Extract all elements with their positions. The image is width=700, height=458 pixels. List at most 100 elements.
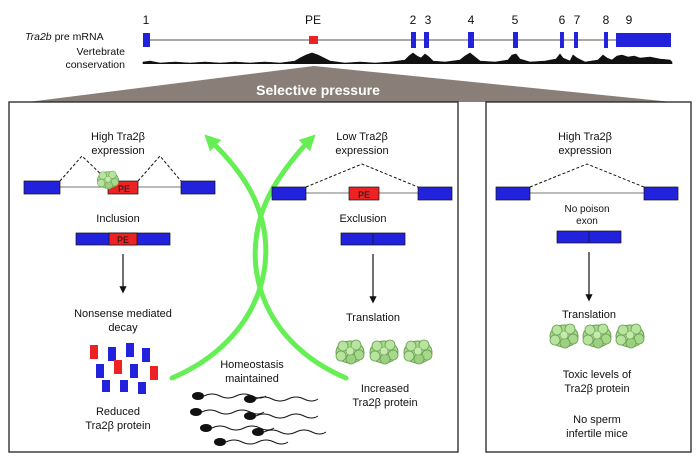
exon-4 (468, 32, 474, 48)
low-expression-pathway: Low Tra2β expression PE Exclusion Transl… (271, 131, 453, 409)
fragment (138, 382, 146, 394)
homeostasis-label-line2: maintained (225, 373, 279, 385)
banner-wedge (28, 66, 672, 102)
fragment (90, 345, 98, 359)
exon-upstream (23, 180, 61, 195)
right-high-expression-line2: expression (558, 145, 611, 157)
high-expression-label-line2: expression (91, 145, 144, 157)
homeostasis-label-line1: Homeostasis (220, 359, 284, 371)
feedback-arrow-to-low (252, 134, 349, 381)
increased-protein-line1: Increased (361, 383, 409, 395)
nmd-label-line2: decay (108, 322, 138, 334)
exon-number-pe: PE (305, 13, 321, 27)
reduced-protein-line2: Tra2β protein (85, 420, 150, 432)
pe-label-mrna: PE (117, 235, 129, 245)
poison-exon (309, 36, 318, 44)
exon-7 (574, 32, 578, 48)
feedback-arrow-to-high (169, 134, 269, 381)
exon-downstream (643, 186, 679, 201)
tra2b-protein-icon (615, 323, 645, 349)
low-expression-label-line2: expression (335, 145, 388, 157)
exon-upstream (495, 186, 531, 201)
exon-number-1: 1 (143, 13, 150, 27)
tra2b-protein-icon (369, 339, 399, 365)
exon-5 (513, 32, 518, 48)
tra2b-bound-protein-icon (97, 170, 119, 190)
exon-6 (560, 32, 564, 48)
banner-text: Selective pressure (256, 82, 380, 98)
exon-2 (411, 32, 416, 48)
nmd-label-line1: Nonsense mediated (74, 308, 172, 320)
fragment (150, 366, 158, 380)
exon-number-8: 8 (603, 13, 610, 27)
degraded-fragments (90, 343, 158, 394)
gene-map: Tra2b pre mRNA Vertebrate conservation 1… (25, 13, 673, 71)
exon-downstream (180, 180, 216, 195)
sperm-icon (213, 437, 289, 447)
exon-number-5: 5 (512, 13, 519, 27)
no-poison-exon-line2: exon (576, 216, 598, 227)
tra2b-protein-icon (403, 339, 433, 365)
toxic-levels-line1: Toxic levels of (563, 369, 632, 381)
no-poison-exon-line1: No poison (564, 204, 609, 215)
exclusion-label: Exclusion (339, 213, 386, 225)
exon-number-9: 9 (626, 13, 633, 27)
fragment (96, 364, 104, 378)
right-high-expression-line1: High Tra2β (558, 131, 612, 143)
poison-exon-premrna (348, 186, 380, 201)
left-panel (8, 101, 459, 453)
pe-label-premrna: PE (118, 184, 130, 194)
skipping-junction (305, 163, 419, 188)
sperm-icon (243, 411, 319, 421)
conservation-label-line2: conservation (65, 59, 125, 71)
no-sperm-line1: No sperm (573, 414, 621, 426)
inclusion-label: Inclusion (96, 213, 139, 225)
exon-1 (143, 33, 150, 47)
low-expression-label-line1: Low Tra2β (336, 131, 388, 143)
right-panel (485, 101, 692, 453)
fragment (142, 348, 150, 362)
fragment (120, 380, 128, 392)
fragment (126, 343, 134, 357)
high-expression-pathway: High Tra2β expression PE Inclusion PE No… (23, 131, 216, 432)
exon-number-6: 6 (559, 13, 566, 27)
exon-number-2: 2 (410, 13, 417, 27)
pe-in-mrna (108, 232, 138, 246)
toxic-levels-line2: Tra2β protein (564, 383, 629, 395)
conservation-track (142, 52, 673, 64)
tra2b-protein-icon (549, 323, 579, 349)
gene-title: Tra2b pre mRNA (25, 31, 104, 43)
conservation-label-line1: Vertebrate (77, 46, 126, 58)
pe-label-premrna: PE (358, 190, 370, 200)
fragment (130, 364, 138, 378)
tra2b-protein-icon (335, 339, 365, 365)
high-expression-label-line1: High Tra2β (91, 131, 145, 143)
exon-8 (604, 32, 608, 48)
exon-9 (616, 33, 671, 47)
exon-number-3: 3 (425, 13, 432, 27)
exon-number-4: 4 (468, 13, 475, 27)
reduced-protein-line1: Reduced (96, 406, 140, 418)
fragment (102, 380, 110, 392)
splice-junction-left (59, 155, 109, 182)
increased-protein-line2: Tra2β protein (352, 397, 417, 409)
fragment (114, 360, 122, 374)
splice-junction (529, 163, 645, 188)
translation-label: Translation (346, 312, 400, 324)
exon-3 (424, 32, 429, 48)
tra2b-protein-icon (582, 323, 612, 349)
homeostasis-block: Homeostasis maintained (189, 359, 327, 447)
exon-number-7: 7 (574, 13, 581, 27)
selective-pressure-banner: Selective pressure (28, 66, 672, 102)
sperm-icon (243, 394, 319, 404)
right-translation-label: Translation (562, 309, 616, 321)
feedback-arrows (169, 134, 349, 381)
fragment (108, 347, 116, 361)
exon-downstream (417, 186, 453, 201)
exon-upstream (271, 186, 307, 201)
splice-junction-right (137, 155, 182, 182)
no-sperm-line2: infertile mice (566, 428, 628, 440)
knockout-pathway: High Tra2β expression No poison exon Tra… (495, 131, 679, 440)
